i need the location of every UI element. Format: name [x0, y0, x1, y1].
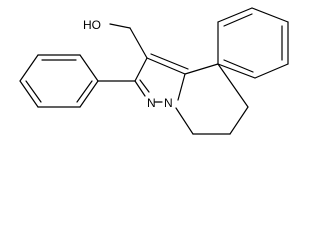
c1-ch2-bond [129, 27, 148, 59]
phenyl-inner-double-2 [25, 80, 42, 103]
ch2-aryl-bond [229, 106, 249, 135]
c10b-aryl-bond [184, 63, 219, 75]
phenyl-ring [19, 54, 136, 108]
phenyl-inner-double-3 [76, 80, 93, 103]
c10b-n10-bond [177, 73, 186, 101]
phenyl-bond-a [79, 54, 99, 82]
chemical-structure: HO N N [19, 7, 289, 135]
benzo-ring [217, 7, 289, 108]
n-c2-double-bond [139, 79, 150, 93]
benzo-bond-c [251, 7, 289, 23]
pyrazole-ring: N N [134, 53, 189, 110]
phenyl-bond-f [79, 80, 99, 108]
hydroxyl-label: HO [83, 18, 101, 32]
benzo-bond-e [254, 63, 289, 79]
pyrazole-n2-label: N [147, 96, 156, 110]
c2-c1-bond [134, 57, 148, 82]
benzo-bond-f [217, 63, 256, 79]
pyrazole-n1-label: N [164, 96, 173, 110]
dihydro-ring [175, 63, 249, 135]
n-ch2-bond [175, 107, 194, 135]
n-c2-bond [134, 80, 146, 97]
benzo-inner-double-1 [223, 13, 253, 27]
ch2-o-bond [109, 23, 131, 29]
phenyl-bond-d [19, 80, 39, 108]
c1-c10b-double-bond [150, 53, 189, 70]
hydroxymethyl-group: HO [83, 18, 148, 59]
benzo-fusion-bond [217, 63, 249, 108]
benzo-inner-double-3 [223, 59, 254, 73]
c1-c10b-bond [146, 57, 186, 75]
phenyl-bond-c [19, 54, 39, 82]
benzo-bond-b [217, 7, 253, 23]
